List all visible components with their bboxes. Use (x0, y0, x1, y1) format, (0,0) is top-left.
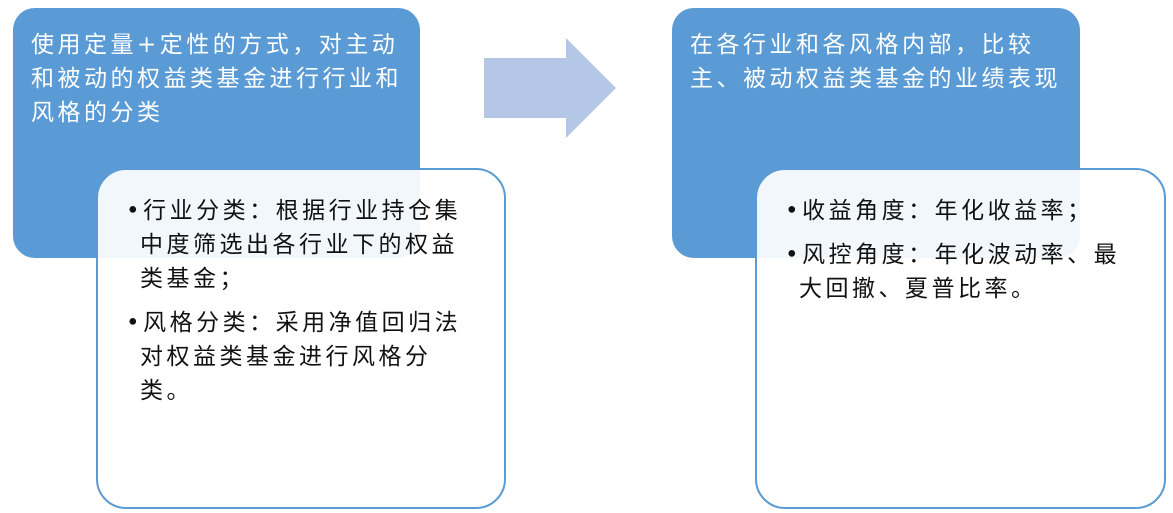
left-step-title: 使用定量+定性的方式，对主动和被动的权益类基金进行行业和风格的分类 (31, 32, 402, 126)
right-bullet-return: •收益角度：年化收益率； (785, 198, 1094, 224)
left-bullet-industry: •行业分类：根据行业持仓集中度筛选出各行业下的权益类基金； (126, 198, 462, 292)
right-detail-box: •收益角度：年化收益率； •风控角度：年化波动率、最大回撤、夏普比率。 (755, 168, 1166, 509)
right-bullet-risk: •风控角度：年化波动率、最大回撤、夏普比率。 (785, 242, 1121, 302)
left-bullet-style: •风格分类：采用净值回归法对权益类基金进行风格分类。 (126, 310, 462, 404)
right-arrow-icon (484, 38, 616, 138)
right-step-title: 在各行业和各风格内部，比较主、被动权益类基金的业绩表现 (690, 32, 1061, 92)
left-detail-box: •行业分类：根据行业持仓集中度筛选出各行业下的权益类基金； •风格分类：采用净值… (96, 168, 506, 509)
